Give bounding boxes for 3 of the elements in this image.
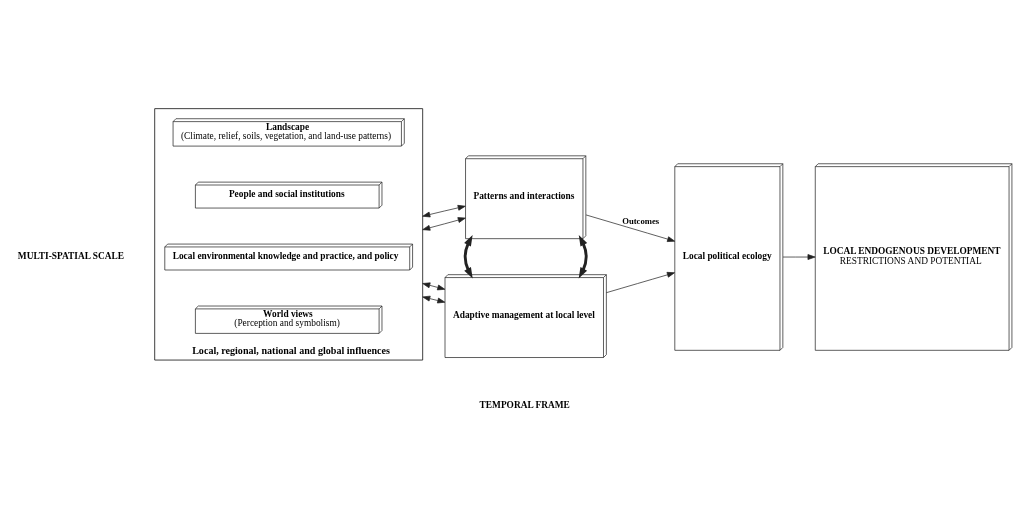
edge-label: Outcomes <box>621 215 659 226</box>
label: TEMPORAL FRAME <box>479 399 570 410</box>
label: MULTI-SPATIAL SCALE <box>17 250 124 261</box>
